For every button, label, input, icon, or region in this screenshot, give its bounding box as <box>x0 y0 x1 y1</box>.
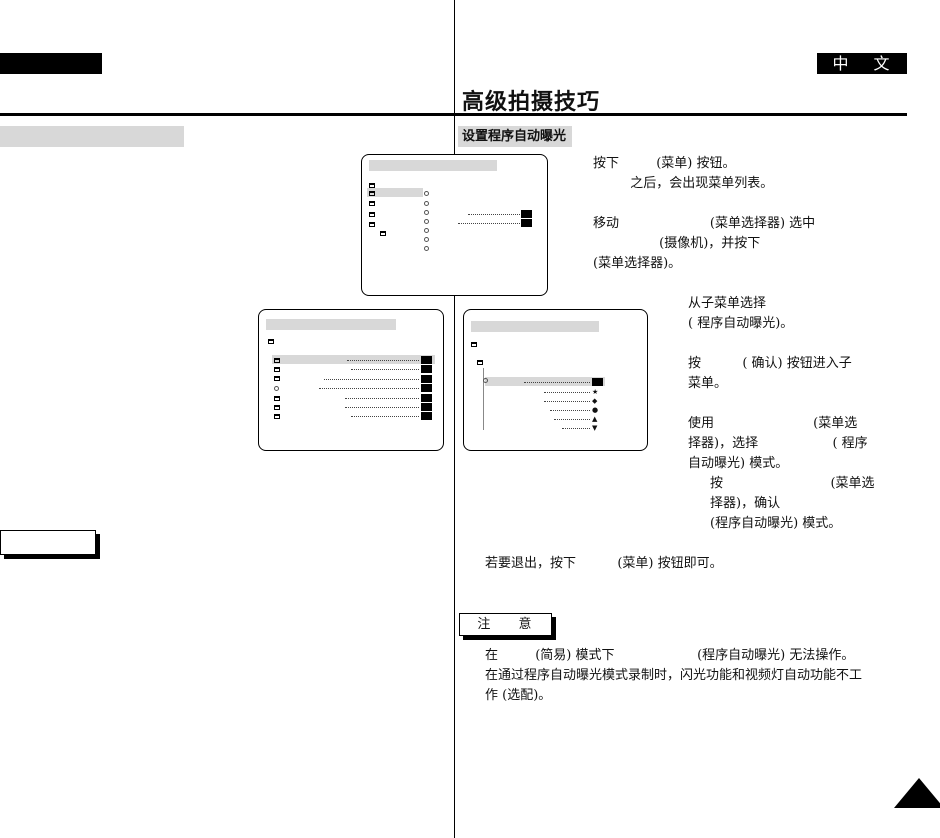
page-title: 高级拍摄技巧 <box>462 90 601 115</box>
menu-bullet <box>274 386 279 391</box>
menu-leader <box>550 410 590 411</box>
menu-leader <box>345 407 419 408</box>
menu-bullet <box>424 201 429 206</box>
mode-icon: ▲ <box>592 415 598 423</box>
folder-icon <box>471 342 477 347</box>
tree-line <box>483 368 484 430</box>
menu-bullet <box>424 219 429 224</box>
menu-highlight <box>272 355 435 364</box>
folder-icon <box>274 367 280 372</box>
note-text: 在 (简易) 模式下 (程序自动曝光) 无法操作。 在通过程序自动曝光模式录制时… <box>485 648 863 703</box>
mode-icon: ★ <box>592 388 599 396</box>
setting-box <box>421 384 432 392</box>
menu-leader <box>524 382 590 383</box>
folder-icon <box>369 212 375 217</box>
menu-title-bar <box>471 321 599 332</box>
left-section-bar <box>0 126 184 147</box>
step-5-text: 使用 (菜单选 择器)，选择 ( 程序 自动曝光) 模式。 <box>688 416 868 471</box>
setting-box <box>421 394 432 402</box>
setting-box <box>521 210 532 218</box>
menu-title-bar <box>266 319 396 330</box>
menu-screen-camera <box>258 309 444 451</box>
step-6-text: 若要退出，按下 (菜单) 按钮即可。 <box>485 556 723 571</box>
menu-leader <box>554 419 590 420</box>
setting-box <box>421 356 432 364</box>
menu-bullet <box>424 191 429 196</box>
left-note-box <box>0 530 96 555</box>
step-2-text: 移动 (菜单选择器) 选中 (摄像机)，并按下 (菜单选择器)。 <box>593 216 816 271</box>
menu-leader <box>458 223 520 224</box>
menu-bullet <box>483 378 488 383</box>
folder-icon <box>274 414 280 419</box>
setting-box <box>521 219 532 227</box>
next-page-arrow-icon[interactable] <box>894 778 940 808</box>
step-4-text: 按 ( 确认) 按钮进入子 菜单。 <box>688 356 852 391</box>
section-heading: 设置程序自动曝光 <box>458 126 573 147</box>
folder-icon <box>369 183 375 188</box>
setting-box <box>421 375 432 383</box>
step-5-confirm-text: 按 (菜单选 择器)，确认 (程序自动曝光) 模式。 <box>710 476 875 531</box>
menu-leader <box>324 379 419 380</box>
menu-leader <box>562 428 590 429</box>
menu-title-bar <box>369 160 497 171</box>
menu-leader <box>347 360 419 361</box>
menu-bullet <box>424 210 429 215</box>
header-rule <box>0 113 907 116</box>
center-divider <box>454 0 455 838</box>
folder-icon <box>369 201 375 206</box>
menu-screen-main <box>361 154 548 296</box>
folder-icon <box>477 360 483 365</box>
setting-box <box>592 378 603 386</box>
mode-icon: ▼ <box>592 424 598 432</box>
step-3-text: 从子菜单选择 ( 程序自动曝光)。 <box>688 296 794 331</box>
menu-leader <box>351 416 419 417</box>
menu-highlight <box>485 377 605 386</box>
note-label: 注 意 <box>459 613 552 636</box>
folder-icon <box>274 396 280 401</box>
menu-leader <box>544 401 590 402</box>
folder-icon <box>369 191 375 196</box>
setting-box <box>421 412 432 420</box>
setting-box <box>421 403 432 411</box>
menu-bullet <box>424 237 429 242</box>
menu-leader <box>351 369 419 370</box>
menu-screen-program-ae: ★ ◆ ● ▲ ▼ <box>463 309 648 451</box>
left-language-bar <box>0 53 102 74</box>
language-badge: 中 文 <box>817 53 907 74</box>
setting-box <box>421 365 432 373</box>
menu-leader <box>319 388 419 389</box>
menu-highlight <box>367 188 423 197</box>
menu-bullet <box>424 228 429 233</box>
camera-icon <box>380 231 386 236</box>
step-1-text: 按下 (菜单) 按钮。 之后，会出现菜单列表。 <box>593 156 774 191</box>
folder-icon <box>274 376 280 381</box>
menu-bullet <box>424 246 429 251</box>
folder-icon <box>274 358 280 363</box>
menu-leader <box>544 392 590 393</box>
folder-icon <box>268 339 274 344</box>
folder-icon <box>369 222 375 227</box>
mode-icon: ● <box>592 406 599 414</box>
folder-icon <box>274 405 280 410</box>
menu-leader <box>345 398 419 399</box>
mode-icon: ◆ <box>592 397 598 405</box>
menu-leader <box>468 214 520 215</box>
